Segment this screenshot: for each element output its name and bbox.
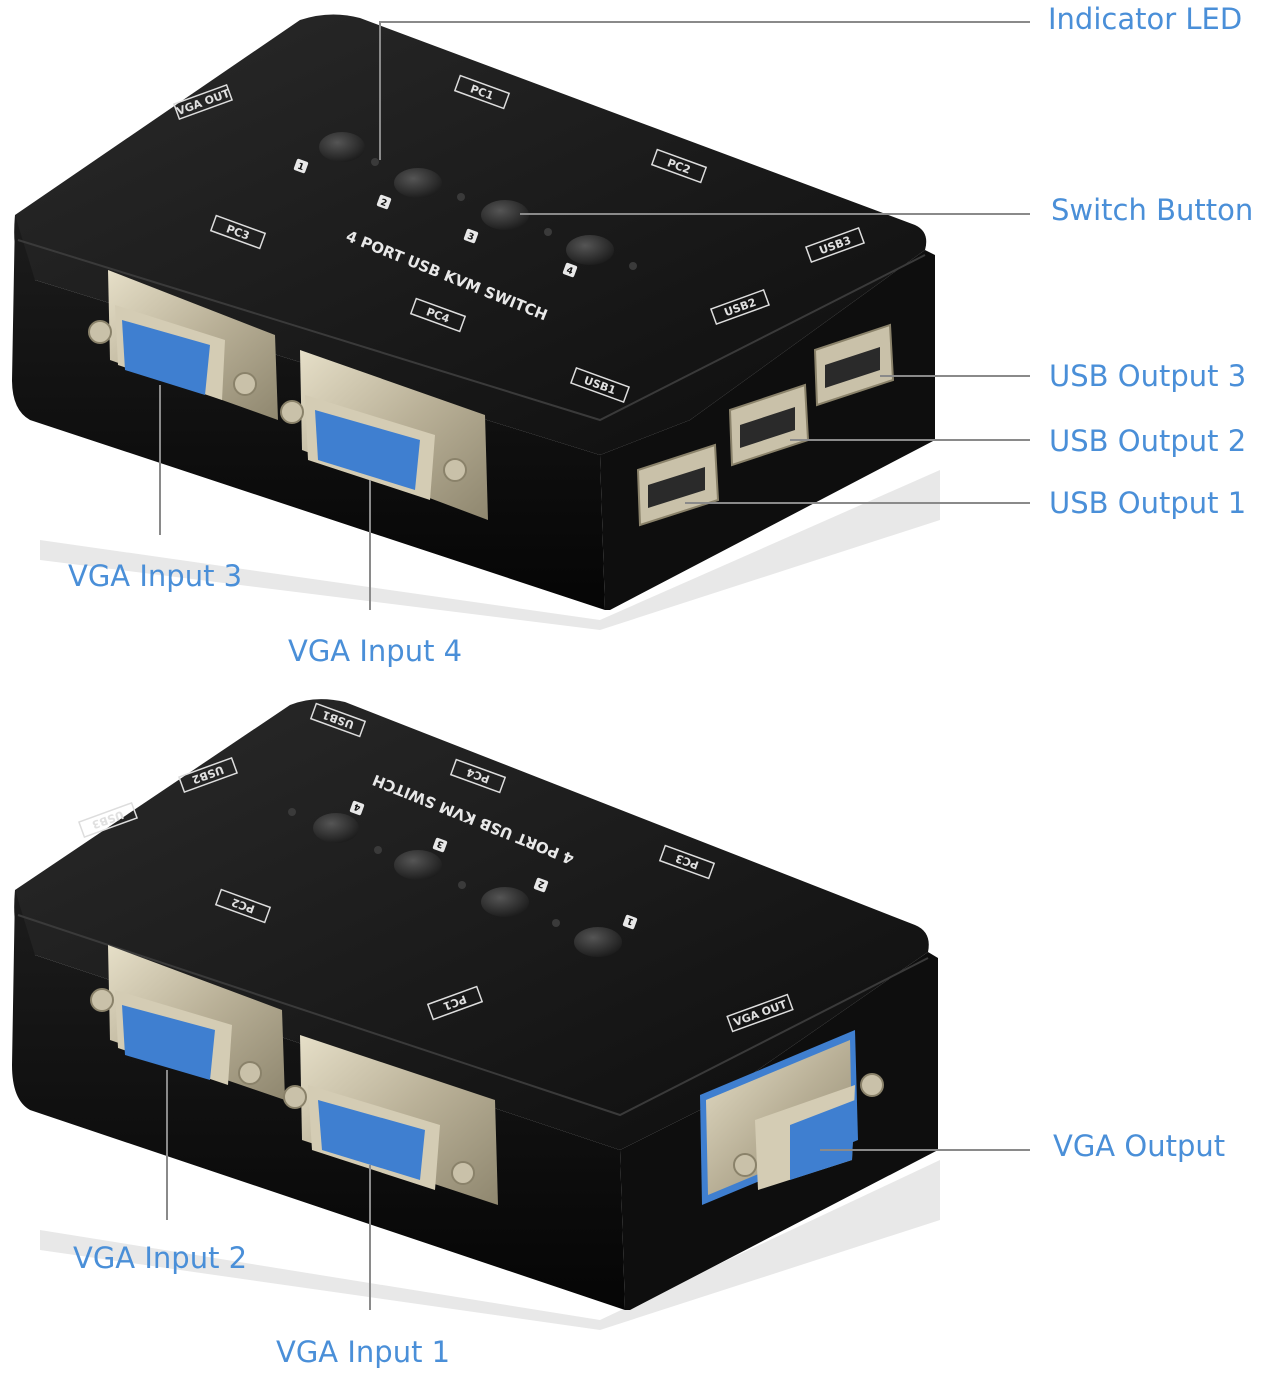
bottom-device-seam [17,914,929,1117]
callout-vga-output: VGA Output [1053,1129,1226,1163]
vga-port-4-connector [315,410,420,490]
vga-output-screw-left [733,1153,757,1177]
indicator-led-2 [457,193,465,201]
callout-usb-output-1: USB Output 1 [1049,486,1247,520]
indicator-led-1 [371,158,379,166]
bottom-device-top-face [14,699,929,1150]
bottom-button-tag-3: 3 [436,838,445,850]
vga-port-3 [88,270,278,420]
callout-usb-output-2: USB Output 2 [1049,424,1247,458]
usb-port-2-slot [740,407,795,448]
callout-usb-output-3: USB Output 3 [1049,359,1247,393]
top-tag-usb1-frame [569,366,631,404]
vga-port-2-screw-right [238,1061,262,1085]
bottom-tag-usb3-frame [77,801,139,839]
top-tag-pc3-frame [209,214,267,250]
top-tag-usb3-frame [804,226,866,264]
bottom-button-tag-3-bg [432,837,448,853]
usb-port-1 [636,443,720,527]
callout-vga-input-4: VGA Input 4 [288,634,463,668]
bottom-tag-usb1-frame [309,702,367,738]
vga-port-3-screw-left [88,320,112,344]
bottom-button-tag-1: 1 [626,915,635,927]
vga-port-4-screw-left [280,400,304,424]
bottom-tag-pc4-frame [449,758,507,794]
top-tag-pc1-frame [453,74,511,110]
bottom-tag-vga-out-frame [726,993,794,1033]
bottom-tag-pc3-frame [658,844,716,880]
bottom-button-tag-1-bg [622,914,638,930]
top-tag-vga-out-frame [172,83,234,121]
bottom-tag-pc1-frame [426,985,484,1021]
top-tag-usb2-frame [709,288,771,326]
top-device-shadow [40,470,940,630]
top-device-seam [17,239,926,422]
usb-port-3-slot [825,347,880,388]
vga-output-connector [790,1100,855,1180]
leader-lines [159,21,1030,1310]
top-button-tag-2: 2 [379,198,388,210]
switch-button-2[interactable] [394,168,442,198]
top-button-tag-4-bg [562,262,578,278]
bottom-switch-button-2[interactable] [481,887,529,917]
top-button-tag-1: 1 [296,162,305,174]
usb-port-1-slot [648,467,705,508]
indicator-led-4 [629,262,637,270]
vga-port-1 [283,1035,498,1205]
vga-port-4-screw-right [443,458,467,482]
vga-port-3-connector [122,320,210,395]
vga-port-2-connector [122,1005,215,1080]
vga-port-3-screw-right [233,372,257,396]
bottom-button-tag-2: 2 [537,878,546,890]
top-button-tag-3: 3 [466,232,475,244]
switch-button-1[interactable] [319,132,365,162]
bottom-switch-button-1[interactable] [574,927,622,957]
top-button-tag-4: 4 [565,266,574,278]
indicator-led-3 [544,228,552,236]
bottom-tag-usb2-frame [177,756,239,794]
vga-port-1-screw-right [451,1161,475,1185]
bottom-kvm-device: 4 3 2 1 USB1 USB2 USB3 PC4 PC3 PC2 PC1 V… [12,699,940,1330]
top-tag-pc4-frame [409,297,467,333]
switch-button-4[interactable] [566,235,614,265]
bottom-switch-button-3[interactable] [394,850,442,880]
vga-port-2-screw-left [90,988,114,1012]
bottom-device-shadow [40,1160,940,1330]
top-kvm-device: 1 2 3 4 VGA OUT PC1 PC2 PC3 PC4 USB1 USB… [12,14,940,630]
leader-indicator-led [379,21,1030,160]
vga-output-port [700,1030,884,1205]
callout-vga-input-3: VGA Input 3 [68,559,243,593]
bottom-button-tag-4-bg [349,800,365,816]
callout-vga-input-1: VGA Input 1 [276,1335,451,1369]
top-button-tag-3-bg [463,228,479,244]
callout-vga-input-2: VGA Input 2 [73,1241,248,1275]
bottom-indicator-led-1 [552,919,560,927]
top-button-tag-2-bg [376,194,392,210]
usb-port-2 [728,383,810,467]
vga-output-screw-right [860,1073,884,1097]
bottom-tag-pc2-frame [214,888,272,924]
vga-port-2 [90,945,285,1100]
bottom-button-tag-4: 4 [353,801,362,813]
bottom-switch-button-4[interactable] [313,813,359,843]
top-tag-pc2-frame [650,148,708,184]
vga-port-1-screw-left [283,1085,307,1109]
bottom-button-tag-2-bg [533,877,549,893]
vga-port-1-connector [318,1100,425,1180]
bottom-indicator-led-3 [374,846,382,854]
switch-button-3[interactable] [481,200,529,230]
usb-port-3 [813,323,895,407]
callout-switch-button: Switch Button [1051,193,1254,227]
vga-port-4 [280,350,488,520]
bottom-indicator-led-2 [458,881,466,889]
bottom-indicator-led-4 [288,808,296,816]
callout-indicator-led: Indicator LED [1048,2,1243,36]
top-button-tag-1-bg [293,158,309,174]
